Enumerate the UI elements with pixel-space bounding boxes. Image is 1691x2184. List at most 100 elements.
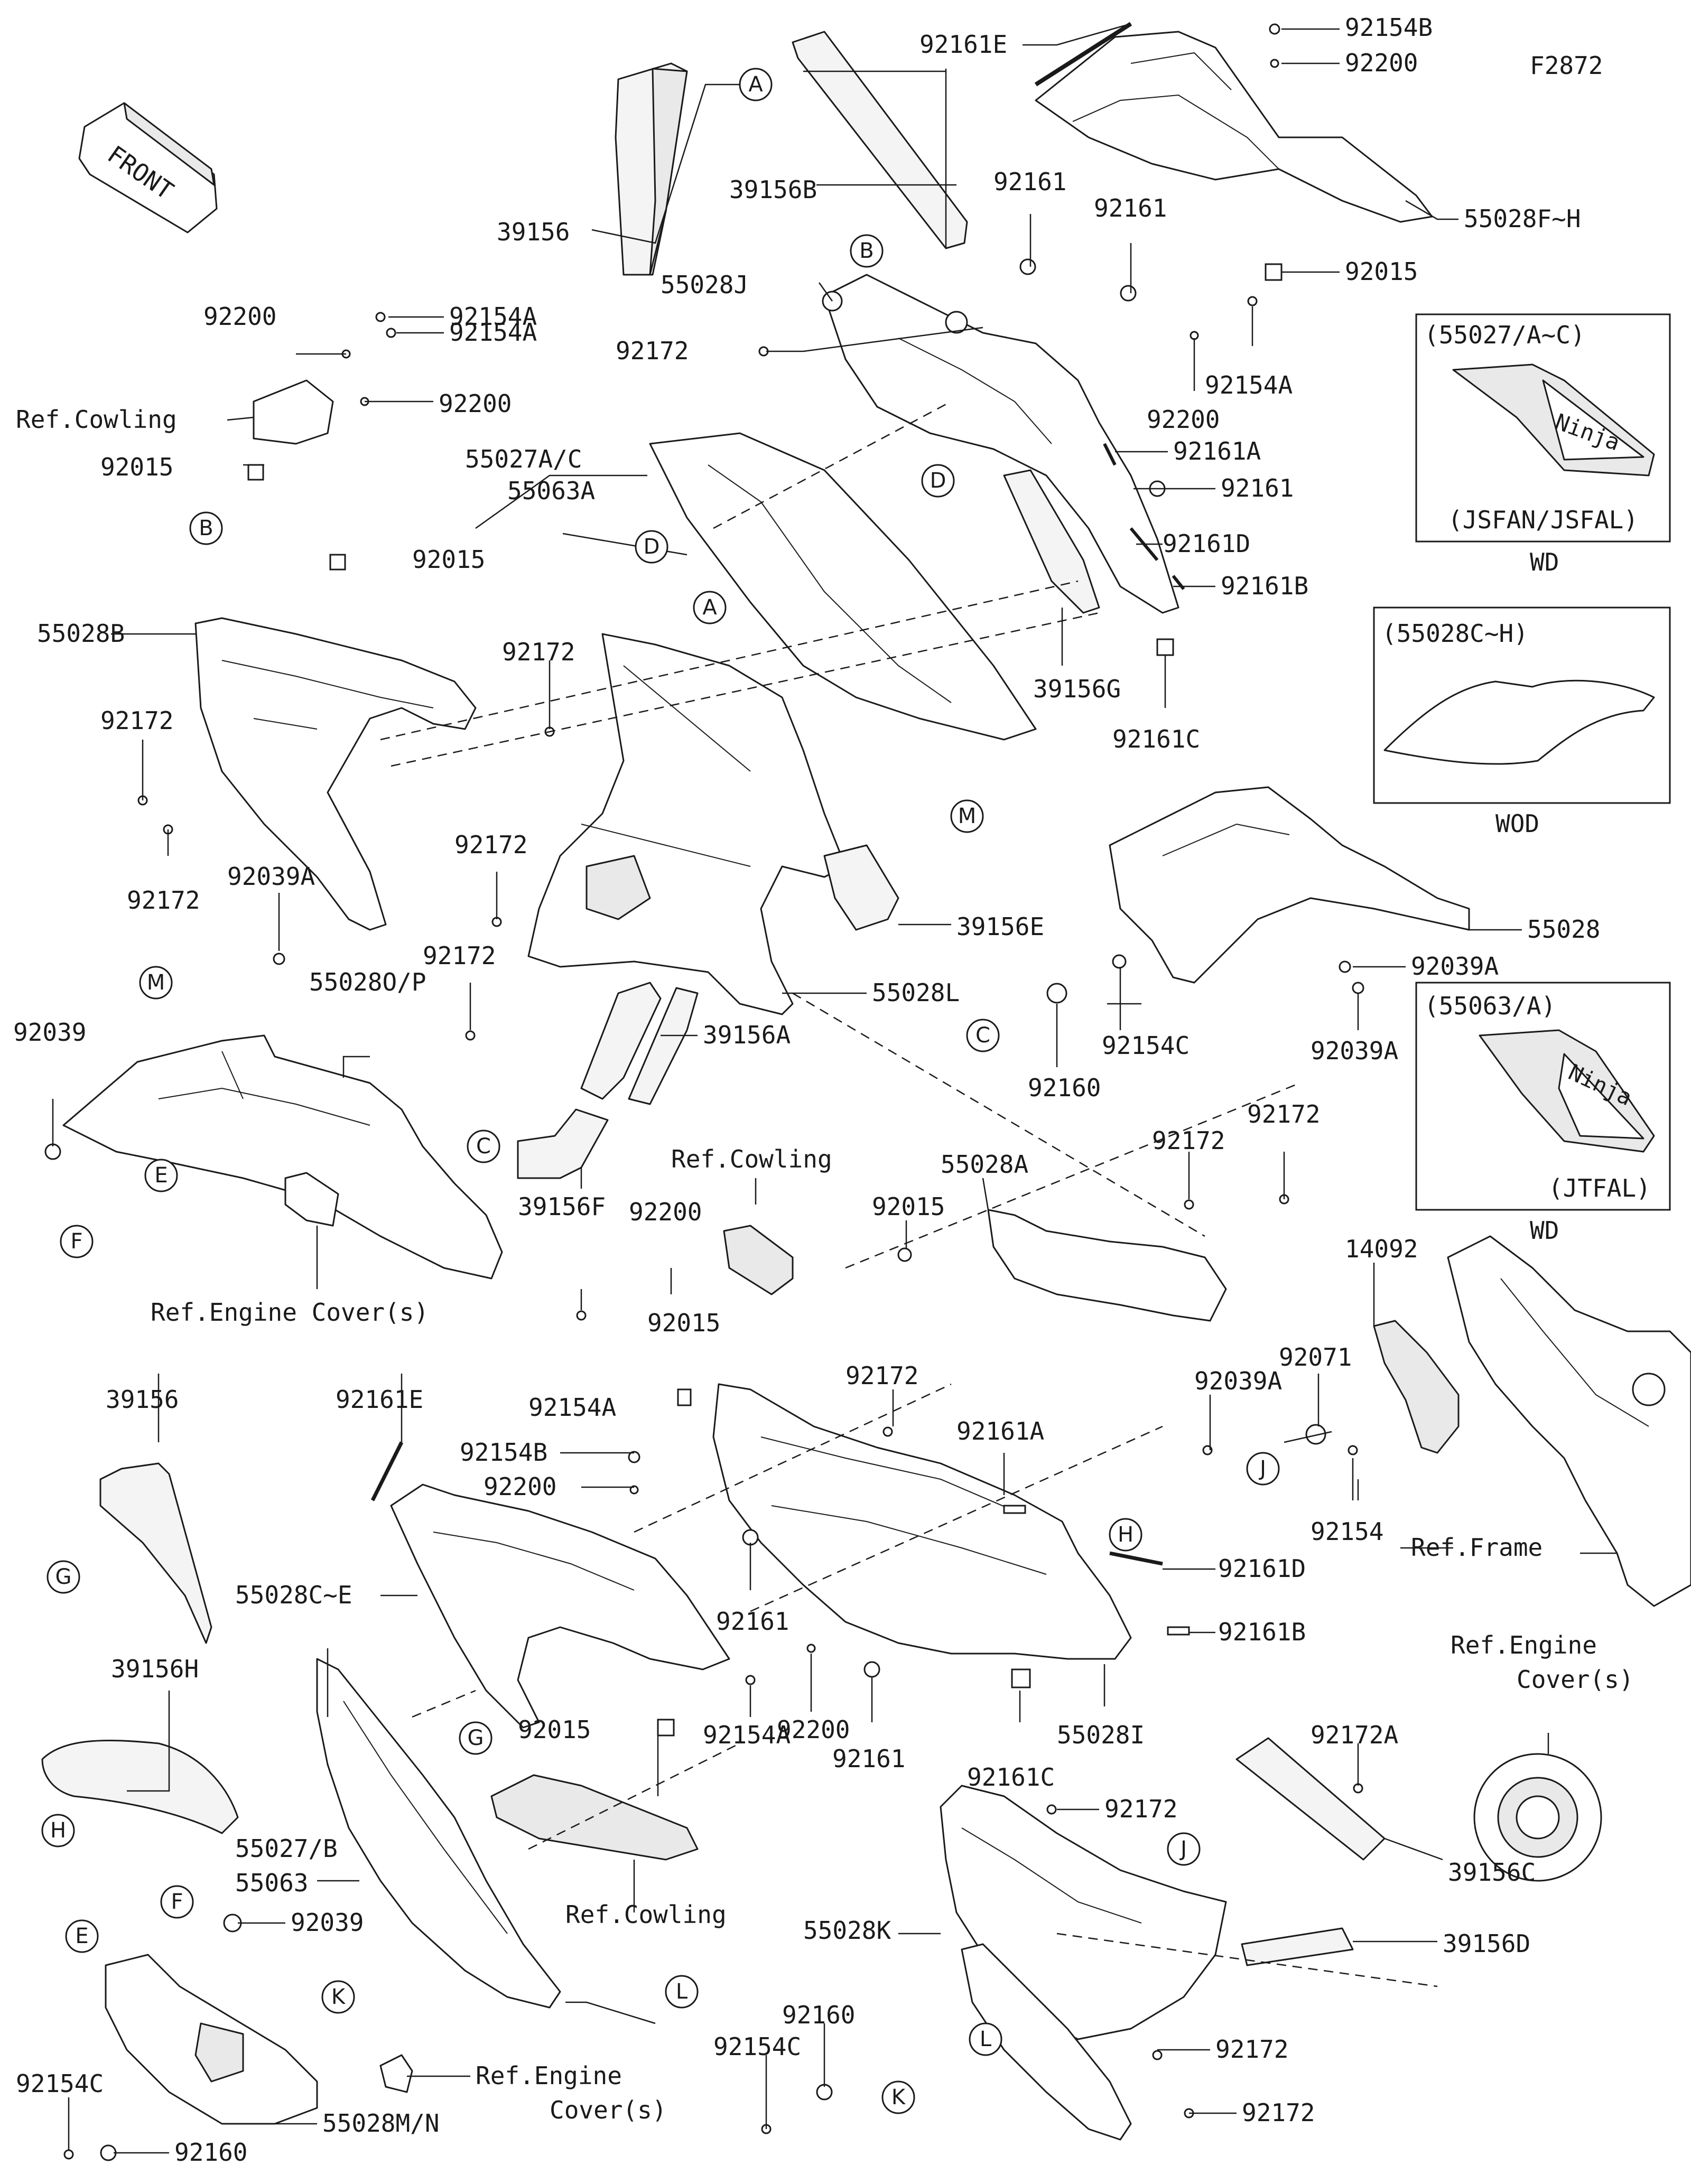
part-number-label: 92160 <box>1028 1074 1101 1102</box>
part-number-label: 92172A <box>1311 1721 1398 1749</box>
inset-header: (55028C~H) <box>1382 619 1528 648</box>
panel-55027A-C <box>649 432 1037 741</box>
callout-letter: B <box>859 239 874 263</box>
part-number-label: 55028O/P <box>309 968 426 996</box>
cowl-55028O-P <box>62 1034 503 1280</box>
part-number-label: 39156G <box>1033 675 1121 703</box>
callout-letter: H <box>50 1818 66 1843</box>
part-number-label: 55028I <box>1057 1721 1145 1749</box>
part-number-label: 92161D <box>1163 529 1250 558</box>
callout-letter: D <box>930 469 946 493</box>
pad-39156G <box>1003 469 1100 614</box>
inset-caption: WD <box>1530 1216 1559 1245</box>
part-number-label: 55028M/N <box>322 2109 440 2138</box>
callout-letter: K <box>891 2085 906 2110</box>
part-number-label: 92161D <box>1218 1554 1306 1583</box>
callout-letter: K <box>331 1985 346 2009</box>
part-number-label: 92161E <box>919 30 1007 59</box>
bracket-55028J <box>823 274 1179 614</box>
pad-39156B <box>792 31 968 249</box>
inner-panel-55028L <box>527 633 847 1015</box>
part-number-label: 92172 <box>1215 2035 1288 2064</box>
callout-letter: F <box>171 1890 183 1914</box>
part-number-label: 92039 <box>13 1018 86 1047</box>
part-number-label: 92161E <box>336 1385 423 1414</box>
part-number-label: 92172 <box>502 638 575 666</box>
front-direction-arrow: FRONT <box>78 102 218 234</box>
part-number-label: 14092 <box>1345 1235 1418 1263</box>
part-number-label: 92154A <box>449 302 537 331</box>
part-number-label: 92161 <box>1094 194 1167 222</box>
ref-cowling-lower <box>490 1774 699 1861</box>
pad-39156C <box>1235 1737 1386 1861</box>
part-number-label: 55027/B <box>235 1834 338 1863</box>
callout-letter: J <box>1179 1837 1187 1861</box>
part-number-label: 92161 <box>832 1744 905 1773</box>
inset-box-55063: (55063/A) Ninja (JTFAL) WD <box>1415 982 1671 1245</box>
callout-letter: B <box>199 516 213 540</box>
part-number-label: 92200 <box>484 1472 556 1501</box>
part-number-label: 92154B <box>460 1438 547 1467</box>
leader-lines <box>52 23 1617 2154</box>
part-number-label: 92154A <box>449 318 537 347</box>
part-number-label: 92154C <box>16 2069 104 2098</box>
part-number-label: 92039A <box>227 862 315 891</box>
part-number-label: 92154A <box>703 1721 791 1749</box>
part-number-label: 92172 <box>423 941 496 970</box>
part-number-label: Ref.Frame <box>1411 1533 1543 1562</box>
part-number-label: 92172 <box>1104 1795 1177 1823</box>
part-number-label: 92039A <box>1311 1037 1398 1065</box>
pad-39156F <box>517 1108 609 1179</box>
part-number-label: 39156D <box>1443 1929 1530 1958</box>
callout-letter: H <box>1118 1523 1133 1547</box>
part-number-label: 39156F <box>518 1192 606 1221</box>
callout-letter: L <box>676 1980 688 2004</box>
cowl-55028C-E <box>390 1483 730 1729</box>
ref-engine-bracket <box>379 2054 413 2093</box>
circle-callouts: A A B B C C D D E E F F G G H H J J K K … <box>41 68 1280 2114</box>
fasteners <box>44 23 1364 2161</box>
part-number-label: 39156E <box>956 912 1044 941</box>
part-number-label: 55028B <box>37 619 125 648</box>
callout-letter: M <box>958 804 977 828</box>
callout-letter: G <box>468 1726 484 1750</box>
callout-letter: D <box>644 535 660 559</box>
part-number-label: 55028J <box>661 270 748 299</box>
part-number-label: 39156A <box>703 1021 791 1049</box>
part-number-label: 92161B <box>1218 1618 1306 1646</box>
part-number-label: 92161 <box>1221 474 1294 502</box>
part-number-label: Ref.Engine <box>1451 1631 1597 1659</box>
part-number-label: 92200 <box>777 1715 850 1744</box>
part-number-label: Ref.Engine Cover(s) <box>151 1298 429 1327</box>
part-number-label: 92160 <box>174 2138 247 2167</box>
part-number-label: Ref.Engine <box>476 2061 622 2090</box>
part-number-label: 55028C~E <box>235 1581 352 1609</box>
part-number-label: 92161C <box>967 1763 1055 1791</box>
callout-letter: C <box>476 1134 491 1159</box>
part-number-label: 92039A <box>1194 1367 1282 1395</box>
part-number-label: 92172 <box>454 830 527 859</box>
part-number-label: 92161 <box>716 1607 789 1636</box>
callout-letter: C <box>975 1023 990 1048</box>
part-number-label: 92015 <box>100 453 173 481</box>
part-number-label: 92071 <box>1279 1343 1352 1371</box>
callout-letter: L <box>980 2027 992 2051</box>
part-number-label: 92160 <box>782 2001 855 2029</box>
ref-engine-bracket-2 <box>284 1172 339 1227</box>
part-number-label: 92154B <box>1345 13 1433 42</box>
part-number-label: 92172 <box>846 1361 918 1390</box>
part-number-label: 92154 <box>1311 1517 1383 1546</box>
part-number-label: 55028F~H <box>1464 204 1581 233</box>
part-number-label: 92039A <box>1411 952 1499 981</box>
part-number-label: 92154C <box>713 2032 801 2061</box>
part-number-label: 92015 <box>872 1192 945 1221</box>
part-number-label: 92200 <box>1147 405 1220 434</box>
pad-39156D <box>1241 1927 1354 1966</box>
part-number-label: 92154A <box>528 1393 616 1422</box>
part-number-label: 92200 <box>203 302 276 331</box>
part-number-label: 92172 <box>1152 1126 1225 1155</box>
part-number-label: Cover(s) <box>550 2096 667 2124</box>
callout-letter: E <box>154 1163 168 1188</box>
inset-header: (55063/A) <box>1424 992 1556 1020</box>
callout-letter: M <box>147 970 165 995</box>
